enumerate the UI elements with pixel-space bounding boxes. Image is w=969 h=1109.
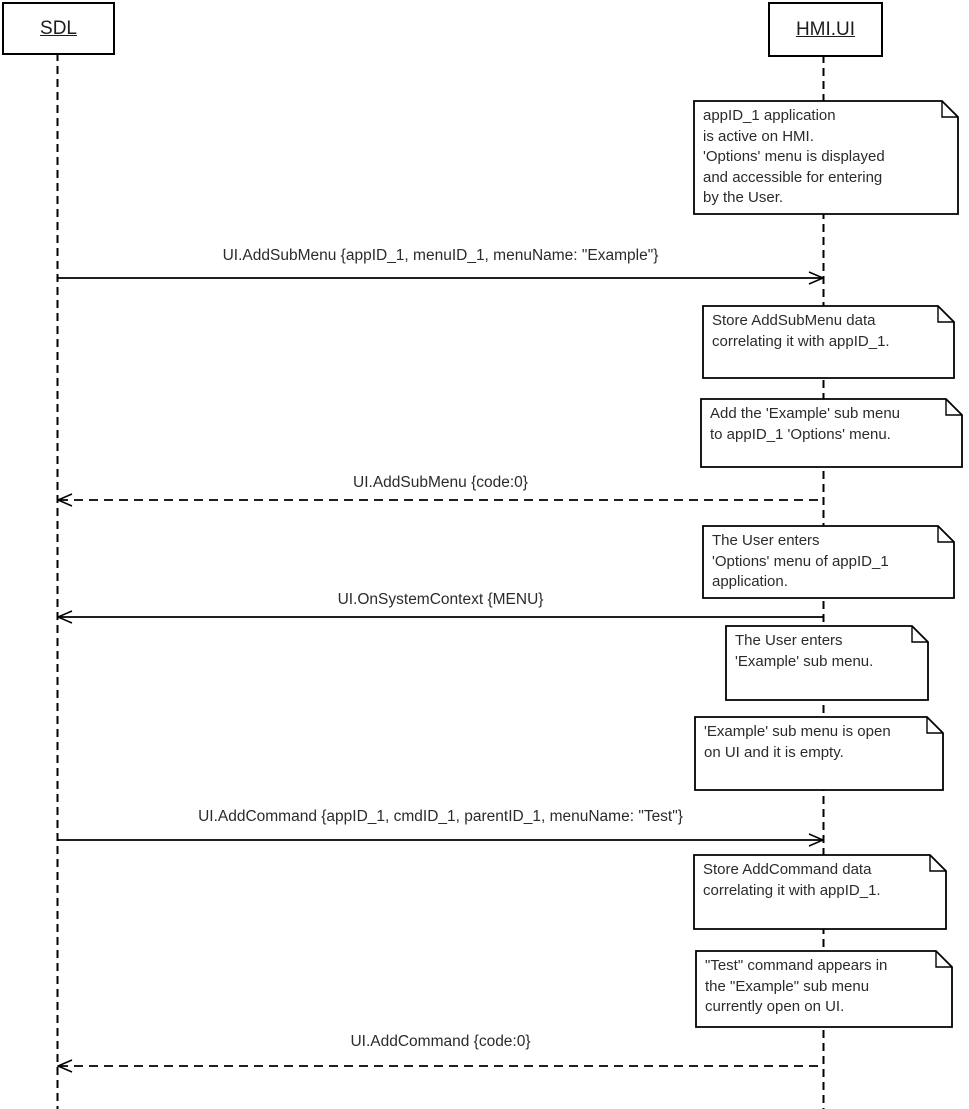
note-shape (725, 625, 929, 701)
message-arrow-onsystemcontext (57, 610, 824, 624)
note-shape (693, 100, 959, 215)
note-shape (702, 305, 955, 379)
arrowhead-right-icon (808, 271, 824, 285)
note-store-addcommand: Store AddCommand data correlating it wit… (693, 854, 947, 930)
note-text: appID_1 application is active on HMI. 'O… (703, 107, 885, 206)
note-text: The User enters 'Example' sub menu. (735, 632, 874, 670)
arrowhead-left-icon (57, 493, 73, 507)
note-user-enters-example: The User enters 'Example' sub menu. (725, 625, 929, 701)
lifeline-label-sdl: SDL (40, 17, 77, 39)
note-shape (702, 525, 955, 599)
note-test-command-appears: "Test" command appears in the "Example" … (695, 950, 953, 1028)
note-shape (700, 398, 963, 468)
message-arrow-addcommand-response (57, 1059, 824, 1073)
note-shape (695, 950, 953, 1028)
note-text: "Test" command appears in the "Example" … (705, 957, 888, 1015)
note-app-active: appID_1 application is active on HMI. 'O… (693, 100, 959, 215)
message-arrow-addsubmenu-response (57, 493, 824, 507)
message-label-addsubmenu-response: UI.AddSubMenu {code:0} (353, 474, 528, 491)
note-text: The User enters 'Options' menu of appID_… (712, 532, 889, 590)
lifeline-head-hmi-ui: HMI.UI (768, 2, 883, 57)
note-shape (694, 716, 944, 791)
note-user-enters-options: The User enters 'Options' menu of appID_… (702, 525, 955, 599)
message-label-addsubmenu-request: UI.AddSubMenu {appID_1, menuID_1, menuNa… (222, 247, 659, 264)
note-text: Add the 'Example' sub menu to appID_1 'O… (710, 405, 901, 443)
message-arrow-addcommand-request (57, 833, 824, 847)
message-label-onsystemcontext: UI.OnSystemContext {MENU} (337, 591, 544, 608)
note-text: Store AddCommand data correlating it wit… (703, 861, 881, 899)
message-label-addcommand-response: UI.AddCommand {code:0} (350, 1033, 531, 1050)
note-store-addsubmenu: Store AddSubMenu data correlating it wit… (702, 305, 955, 379)
lifeline-label-hmi-ui: HMI.UI (795, 18, 856, 40)
note-example-open-empty: 'Example' sub menu is open on UI and it … (694, 716, 944, 791)
arrowhead-left-icon (57, 610, 73, 624)
note-add-example-submenu: Add the 'Example' sub menu to appID_1 'O… (700, 398, 963, 468)
note-text: 'Example' sub menu is open on UI and it … (704, 723, 891, 761)
lifeline-head-sdl: SDL (2, 2, 115, 55)
arrowhead-right-icon (808, 833, 824, 847)
arrowhead-left-icon (57, 1059, 73, 1073)
note-text: Store AddSubMenu data correlating it wit… (712, 312, 890, 350)
message-arrow-addsubmenu-request (57, 271, 824, 285)
note-shape (693, 854, 947, 930)
message-label-addcommand-request: UI.AddCommand {appID_1, cmdID_1, parentI… (198, 808, 683, 825)
